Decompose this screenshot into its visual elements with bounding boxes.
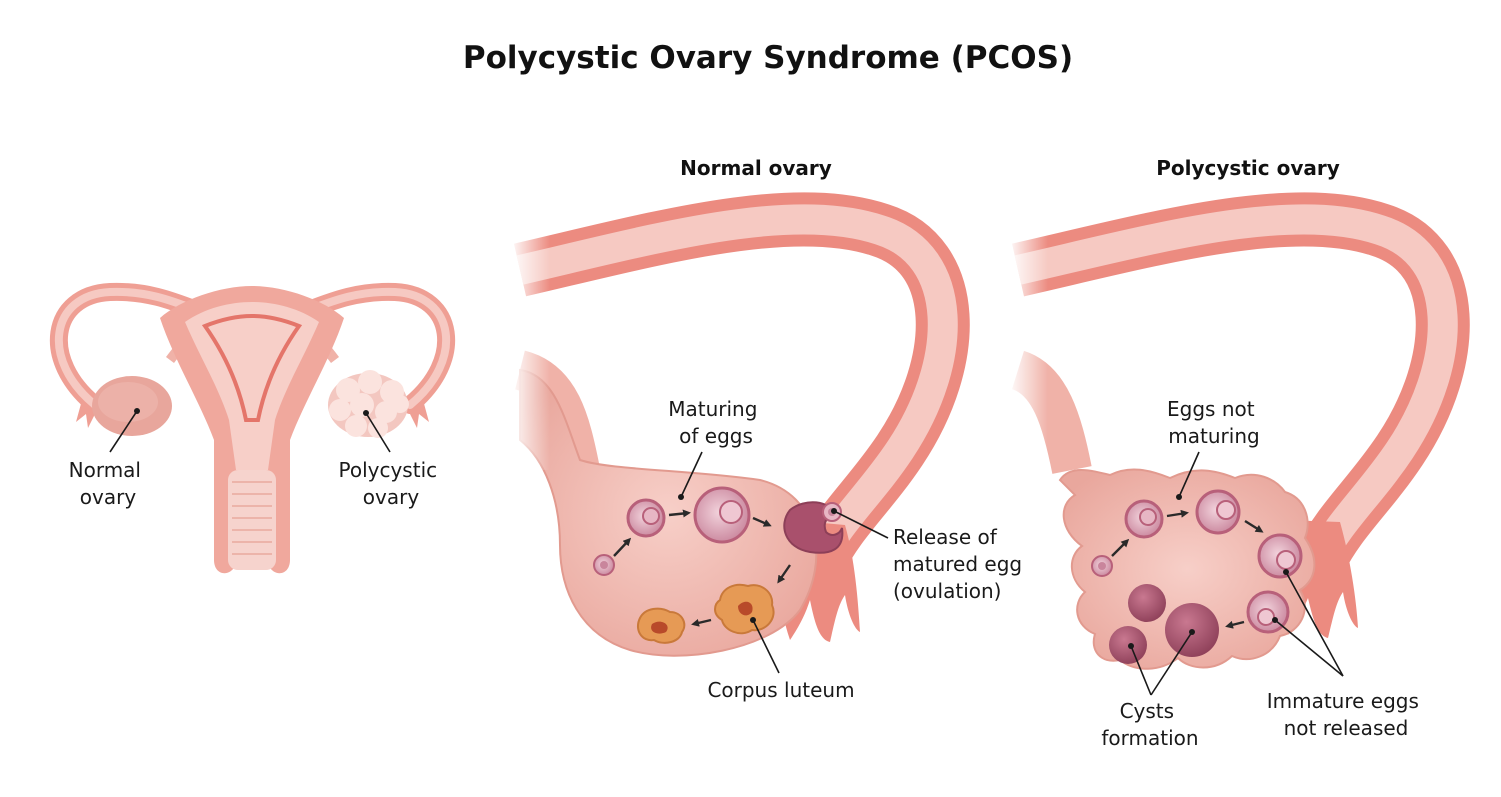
label-line: ovary	[80, 485, 137, 509]
polycystic-ovary-panel: Eggs not maturing Cysts formation Immatu…	[1008, 192, 1470, 750]
corpus-luteum-label: Corpus luteum	[707, 617, 855, 702]
large-follicle	[693, 486, 751, 544]
cyst	[1109, 626, 1147, 664]
uterus-polycystic-ovary-label: Polycystic ovary	[339, 410, 444, 509]
label-line: Release of	[893, 525, 998, 549]
release-of-egg-label: Release of matured egg (ovulation)	[831, 508, 1028, 603]
label-line: Normal	[69, 458, 141, 482]
maturing-follicle	[626, 498, 666, 538]
small-follicle	[593, 554, 615, 576]
page-title: Polycystic Ovary Syndrome (PCOS)	[463, 40, 1073, 76]
label-line: maturing	[1168, 424, 1259, 448]
label-line: of eggs	[679, 424, 753, 448]
immature-eggs-label: Immature eggs not released	[1267, 569, 1426, 740]
svg-text:Immature eggs not rele: Immature eggs not released	[1267, 689, 1426, 740]
uterus-normal-ovary-label: Normal ovary	[69, 408, 148, 509]
svg-text:Maturing of eggs: Maturing of eggs	[668, 397, 764, 448]
svg-text:Normal ovary: Normal ovary	[69, 458, 148, 509]
svg-text:Release of matured egg: Release of matured egg (ovulation)	[893, 525, 1028, 603]
svg-text:Cysts formation: Cysts formation	[1101, 699, 1198, 750]
polycystic-ovary-heading: Polycystic ovary	[1156, 156, 1340, 180]
cyst	[1128, 584, 1166, 622]
label-line: (ovulation)	[893, 579, 1001, 603]
svg-text:Polycystic ovary: Polycystic ovary	[339, 458, 444, 509]
label-line: Eggs not	[1167, 397, 1255, 421]
corpus-luteum-right	[714, 583, 775, 635]
label-line: Cysts	[1120, 699, 1174, 723]
svg-text:Eggs not maturing: Eggs not maturing	[1167, 397, 1261, 448]
label-line: formation	[1101, 726, 1198, 750]
label-line: Immature eggs	[1267, 689, 1419, 713]
maturing-follicle	[1124, 499, 1164, 539]
maturing-of-eggs-label: Maturing of eggs	[668, 397, 764, 500]
stalled-follicle	[1195, 489, 1241, 535]
label-line: Corpus luteum	[707, 678, 854, 702]
label-line: not released	[1284, 716, 1409, 740]
normal-ovary-heading: Normal ovary	[680, 156, 832, 180]
label-line: ovary	[363, 485, 420, 509]
svg-text:Corpus luteum: Corpus luteum	[707, 678, 854, 702]
cysts-formation-label: Cysts formation	[1101, 629, 1199, 750]
corpus-luteum-left	[636, 607, 686, 644]
label-line: matured egg	[893, 552, 1022, 576]
small-follicle	[1091, 555, 1113, 577]
label-line: Polycystic	[339, 458, 438, 482]
immature-egg-upper	[1257, 533, 1303, 579]
normal-ovary-panel: Maturing of eggs Release of matured egg …	[510, 192, 1028, 702]
eggs-not-maturing-label: Eggs not maturing	[1167, 397, 1261, 500]
uterus-illustration	[49, 282, 456, 574]
label-line: Maturing	[668, 397, 757, 421]
